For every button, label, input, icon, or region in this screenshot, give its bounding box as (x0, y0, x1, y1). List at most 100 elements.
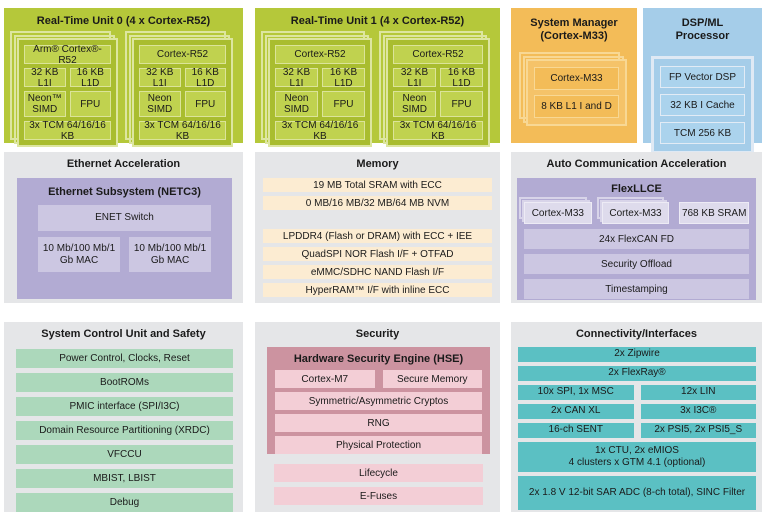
section-ethernet-acceleration: Ethernet Acceleration Ethernet Subsystem… (4, 152, 243, 303)
section-title: Real-Time Unit 0 (4 x Cortex-R52) (36, 15, 211, 27)
core-block: Cortex-M33 (601, 202, 670, 225)
lifecycle-block: Lifecycle (274, 464, 483, 483)
l1-cache-block: 8 KB L1 I and D (534, 95, 619, 119)
lpddr4-block: LPDDR4 (Flash or DRAM) with ECC + IEE (263, 229, 492, 244)
cortex-r52-cluster-stack: Cortex-R52 32 KB L1I 16 KB L1D Neon SIMD… (379, 31, 490, 148)
section-title: Connectivity/Interfaces (575, 328, 698, 340)
flexray-block: 2x FlexRay® (518, 366, 756, 382)
efuses-block: E-Fuses (274, 487, 483, 506)
cortex-r52-cluster: Cortex-R52 32 KB L1I 16 KB L1D Neon SIMD… (268, 38, 372, 148)
security-outer-rows: Lifecycle E-Fuses (274, 464, 483, 506)
section-real-time-unit-0: Real-Time Unit 0 (4 x Cortex-R52) Arm® C… (4, 8, 243, 148)
cortex-r52-cluster: Cortex-R52 32 KB L1I 16 KB L1D Neon SIMD… (386, 38, 490, 148)
section-title: DSP/ML Processor (675, 17, 730, 43)
cryptos-block: Symmetric/Asymmetric Cryptos (275, 392, 482, 411)
security-offload-block: Security Offload (524, 254, 749, 275)
section-title: Ethernet Acceleration (66, 158, 181, 170)
pair-row: 2x CAN XL 3x I3C® (518, 404, 756, 423)
l1d-cache-block: 16 KB L1D (69, 67, 111, 89)
adc-block: 2x 1.8 V 12-bit SAR ADC (8-ch total), SI… (518, 476, 756, 511)
pmic-interface-block: PMIC interface (SPI/I3C) (16, 397, 233, 417)
hse-title: Hardware Security Engine (HSE) (293, 353, 464, 366)
core-block: Cortex-M33 (524, 202, 592, 225)
ethernet-subsystem: Ethernet Subsystem (NETC3) ENET Switch 1… (17, 178, 232, 300)
cortex-m33-stack: Cortex-M33 (596, 197, 670, 225)
flexllce-block: FlexLLCE Cortex-M33 Cortex-M33 768 KB SR… (517, 178, 756, 301)
neon-simd-block: Neon SIMD (275, 91, 318, 118)
mac-block: 10 Mb/100 Mb/1 Gb MAC (129, 237, 211, 273)
cortex-m33-stack: Cortex-M33 8 KB L1 I and D (519, 52, 627, 127)
cortex-m7-block: Cortex-M7 (275, 370, 375, 389)
core-block: Cortex-R52 (275, 45, 365, 65)
sram-block: 768 KB SRAM (679, 202, 750, 225)
bist-block: MBIST, LBIST (16, 469, 233, 489)
rtu1-clusters: Cortex-R52 32 KB L1I 16 KB L1D Neon SIMD… (255, 28, 500, 148)
power-control-block: Power Control, Clocks, Reset (16, 349, 233, 369)
section-title: System Control Unit and Safety (41, 328, 206, 340)
cortex-r52-cluster: Arm® Cortex®-R52 32 KB L1I 16 KB L1D Neo… (17, 38, 118, 148)
section-system-control-safety: System Control Unit and Safety Power Con… (4, 322, 243, 512)
tcm-block: TCM 256 KB (660, 122, 745, 145)
fpu-block: FPU (440, 91, 483, 118)
l1i-cache-block: 32 KB L1I (24, 67, 66, 89)
fp-vector-dsp-block: FP Vector DSP (660, 66, 745, 89)
mac-row: 10 Mb/100 Mb/1 Gb MAC 10 Mb/100 Mb/1 Gb … (38, 237, 211, 273)
cortex-r52-cluster: Cortex-R52 32 KB L1I 16 KB L1D Neon SIMD… (132, 38, 233, 148)
fpu-block: FPU (69, 91, 111, 118)
tcm-block: 3x TCM 64/16/16 KB (275, 120, 365, 142)
l1i-cache-block: 32 KB L1I (139, 67, 181, 89)
timestamping-block: Timestamping (524, 279, 749, 300)
icache-block: 32 KB I Cache (660, 94, 745, 117)
fpu-block: FPU (322, 91, 365, 118)
section-title: Auto Communication Acceleration (546, 158, 727, 170)
flexllce-cores-row: Cortex-M33 Cortex-M33 768 KB SRAM (519, 197, 750, 225)
neon-simd-block: Neon SIMD (139, 91, 181, 118)
rng-block: RNG (275, 414, 482, 433)
section-title: Security (355, 328, 400, 340)
sram-block: 19 MB Total SRAM with ECC (263, 178, 492, 193)
fpu-block: FPU (184, 91, 226, 118)
neon-simd-block: Neon™ SIMD (24, 91, 66, 118)
physical-protection-block: Physical Protection (275, 436, 482, 455)
debug-block: Debug (16, 493, 233, 512)
hyperram-block: HyperRAM™ I/F with inline ECC (263, 283, 492, 298)
cortex-r52-cluster-stack: Cortex-R52 32 KB L1I 16 KB L1D Neon SIMD… (261, 31, 372, 148)
enet-switch-block: ENET Switch (38, 205, 211, 232)
section-system-manager: System Manager (Cortex-M33) Cortex-M33 8… (511, 8, 637, 143)
dsp-core: FP Vector DSP 32 KB I Cache TCM 256 KB (651, 56, 754, 155)
section-security: Security Hardware Security Engine (HSE) … (255, 322, 500, 512)
flexllce-title: FlexLLCE (611, 183, 662, 196)
xrdc-block: Domain Resource Partitioning (XRDC) (16, 421, 233, 441)
zipwire-block: 2x Zipwire (518, 347, 756, 363)
psi5-block: 2x PSI5, 2x PSI5_S (640, 423, 756, 439)
core-block: Cortex-R52 (139, 45, 226, 65)
group-gap (263, 214, 492, 229)
lin-block: 12x LIN (640, 385, 756, 401)
core-block: Cortex-R52 (393, 45, 483, 65)
memory-rows: 19 MB Total SRAM with ECC 0 MB/16 MB/32 … (263, 178, 492, 298)
section-title: Memory (356, 158, 399, 170)
system-manager-core: Cortex-M33 8 KB L1 I and D (526, 59, 627, 127)
spi-msc-block: 10x SPI, 1x MSC (518, 385, 634, 401)
core-block: Arm® Cortex®-R52 (24, 44, 111, 66)
tcm-block: 3x TCM 64/16/16 KB (139, 120, 226, 142)
section-auto-communication-acceleration: Auto Communication Acceleration FlexLLCE… (511, 152, 762, 303)
tcm-block: 3x TCM 64/16/16 KB (393, 120, 483, 142)
subsystem-title: Ethernet Subsystem (NETC3) (48, 186, 201, 199)
timers-block: 1x CTU, 2x eMIOS 4 clusters x GTM 4.1 (o… (518, 442, 756, 473)
emmc-block: eMMC/SDHC NAND Flash I/F (263, 265, 492, 280)
cortex-r52-cluster-stack: Cortex-R52 32 KB L1I 16 KB L1D Neon SIMD… (125, 31, 233, 148)
core-block: Cortex-M33 (534, 67, 619, 91)
flexcan-block: 24x FlexCAN FD (524, 229, 749, 250)
mac-block: 10 Mb/100 Mb/1 Gb MAC (38, 237, 120, 273)
i3c-block: 3x I3C® (640, 404, 756, 420)
safety-rows: Power Control, Clocks, Reset BootROMs PM… (16, 349, 233, 512)
cortex-m33-stack: Cortex-M33 (519, 197, 592, 225)
sent-block: 16-ch SENT (518, 423, 634, 439)
bootroms-block: BootROMs (16, 373, 233, 393)
l1i-cache-block: 32 KB L1I (275, 67, 318, 89)
tcm-block: 3x TCM 64/16/16 KB (24, 120, 111, 142)
l1d-cache-block: 16 KB L1D (184, 67, 226, 89)
section-dsp-ml-processor: DSP/ML Processor FP Vector DSP 32 KB I C… (643, 8, 762, 155)
